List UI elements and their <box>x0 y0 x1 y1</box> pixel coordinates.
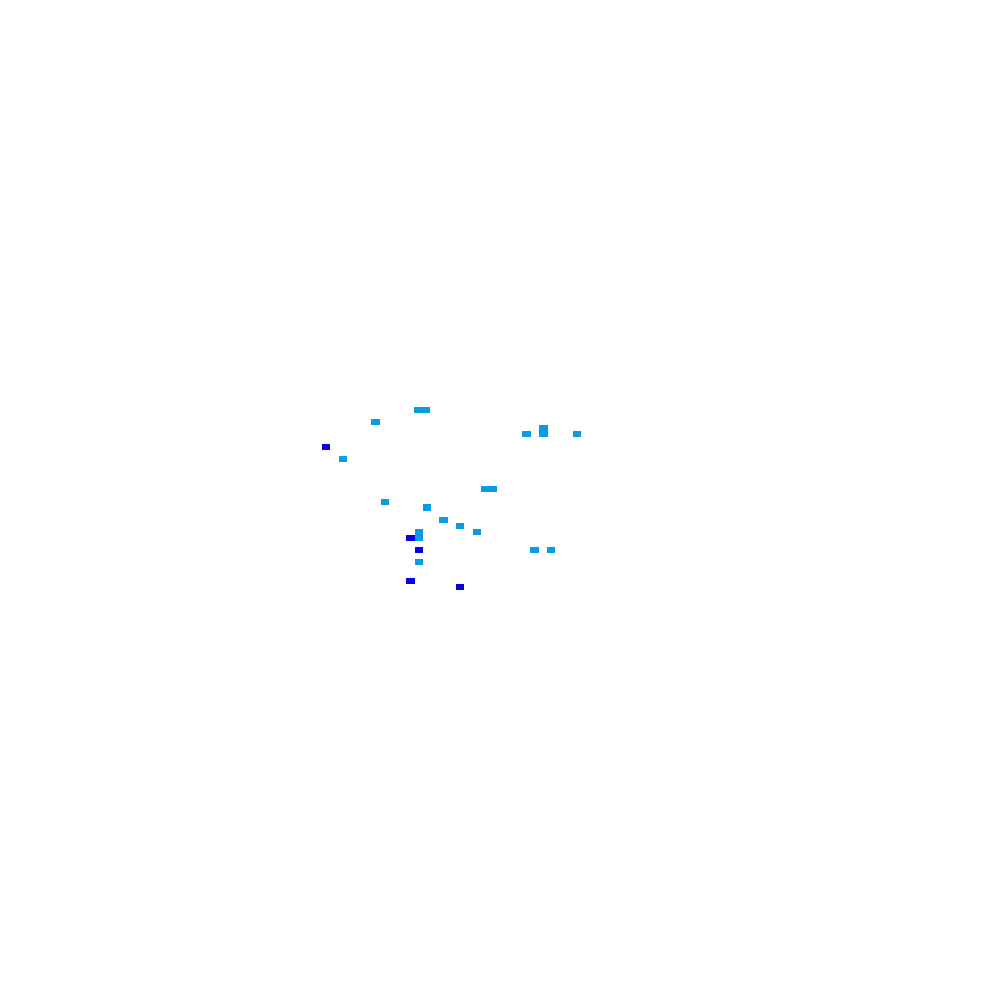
dark-blue-pixels <box>322 444 464 590</box>
light-blue-pixel <box>415 559 423 565</box>
light-blue-pixel <box>481 486 497 492</box>
light-blue-pixel <box>530 547 539 553</box>
light-blue-pixel <box>547 547 555 553</box>
light-blue-pixel <box>414 407 430 413</box>
light-blue-pixel <box>439 517 448 523</box>
light-blue-pixels <box>339 407 581 565</box>
light-blue-pixel <box>371 419 380 425</box>
dark-blue-pixel <box>415 547 423 553</box>
light-blue-pixel <box>456 523 464 529</box>
light-blue-pixel <box>381 499 389 505</box>
dark-blue-pixel <box>406 578 415 584</box>
light-blue-pixel <box>473 529 481 535</box>
light-blue-pixel <box>573 431 581 437</box>
dark-blue-pixel <box>456 584 464 590</box>
light-blue-pixel <box>539 425 548 437</box>
dark-blue-pixel <box>406 535 415 541</box>
light-blue-pixel <box>522 431 531 437</box>
light-blue-pixel <box>415 529 423 541</box>
light-blue-pixel <box>423 504 431 511</box>
dark-blue-pixel <box>322 444 330 450</box>
light-blue-pixel <box>339 456 347 462</box>
